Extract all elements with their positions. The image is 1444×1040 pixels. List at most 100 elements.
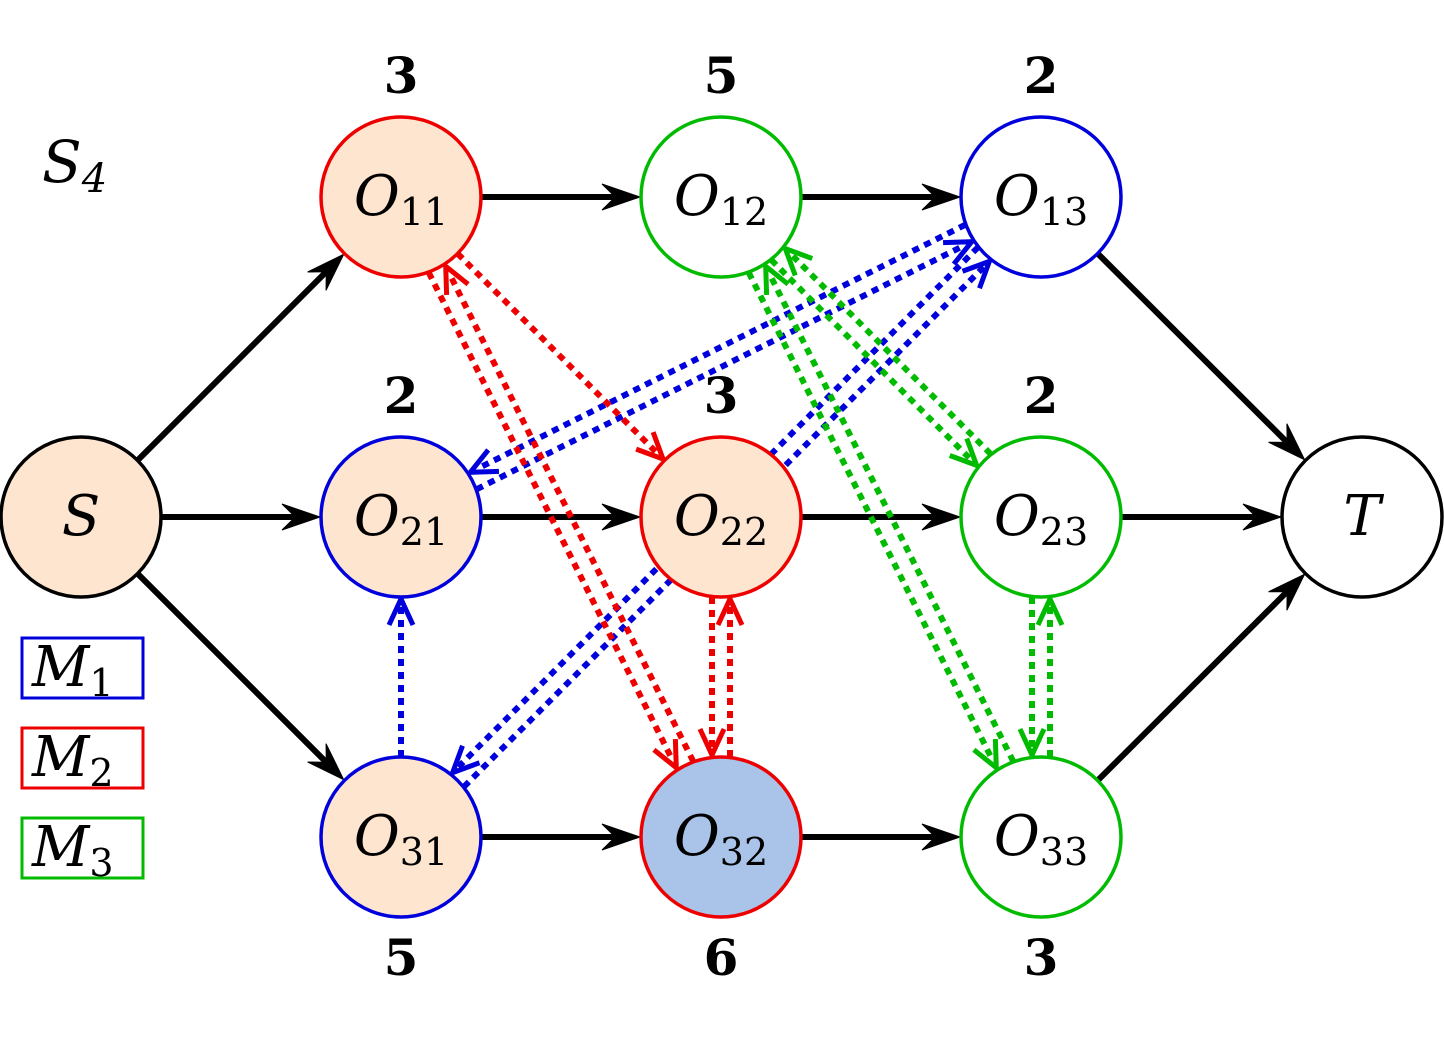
- processing-time-O13: 2: [1024, 46, 1059, 105]
- edge-line: [1095, 586, 1293, 783]
- dotted-arrow-forward: [426, 271, 679, 774]
- edge-line: [1095, 251, 1293, 448]
- node-circle: [959, 435, 1123, 599]
- legend-item-M3: M3: [20, 815, 145, 885]
- node-label-sub: 12: [720, 190, 768, 234]
- node-O13: O13: [959, 115, 1123, 279]
- dotted-arrow-backward: [1035, 593, 1065, 757]
- open-arrow-head: [781, 244, 814, 277]
- node-label: O12: [674, 164, 768, 234]
- arrow-head: [921, 183, 962, 211]
- dotted-arrow-forward: [769, 257, 981, 470]
- dotted-arrow-backward: [715, 593, 745, 757]
- dotted-arrow: [386, 593, 416, 757]
- node-label: O31: [354, 804, 448, 874]
- node-label-main: O: [674, 804, 720, 869]
- node-label-sub: 13: [1040, 190, 1088, 234]
- conj-edge-O21-O22: [481, 503, 642, 531]
- node-label: O13: [994, 164, 1088, 234]
- conj-edge-O11-O12: [481, 183, 642, 211]
- node-circle: [959, 755, 1123, 919]
- legend-item-M2: M2: [20, 725, 145, 795]
- dotted-line: [769, 257, 974, 462]
- open-arrow-head: [948, 437, 981, 470]
- arrow-head: [921, 823, 962, 851]
- processing-time-O22: 3: [704, 366, 739, 425]
- graph-label: S4: [42, 128, 107, 202]
- legend-label-main: M: [31, 725, 91, 790]
- node-label: O32: [674, 804, 768, 874]
- node-O23: O23: [959, 435, 1123, 599]
- node-circle: [319, 115, 483, 279]
- dotted-arrow-backward: [443, 260, 696, 763]
- node-label-sub: 11: [400, 190, 448, 234]
- conj-edge-O33-T: [1095, 573, 1306, 783]
- conj-edge-S-O11: [135, 253, 345, 463]
- legend-label: M2: [31, 725, 114, 795]
- dotted-arrow-forward: [746, 271, 999, 774]
- node-O22: O22: [639, 435, 803, 599]
- processing-time-O23: 2: [1024, 366, 1059, 425]
- arrow-head: [921, 503, 962, 531]
- dotted-arrow-forward: [697, 597, 727, 761]
- disj-edge-O23-O33: [1017, 593, 1065, 761]
- node-label: O21: [354, 484, 448, 554]
- node-label: O22: [674, 484, 768, 554]
- legend-label: M3: [31, 815, 114, 885]
- legend-label-sub: 3: [89, 841, 113, 885]
- legend-box: [20, 726, 145, 790]
- open-arrow-head: [763, 260, 790, 296]
- conj-edge-O12-O13: [801, 183, 962, 211]
- disj-edge-O12-O33: [746, 260, 1016, 774]
- conj-edge-O13-T: [1095, 251, 1306, 461]
- conj-edge-O31-O32: [481, 823, 642, 851]
- node-circle: [639, 115, 803, 279]
- node-O32: O32: [639, 755, 803, 919]
- dotted-line: [455, 251, 660, 456]
- node-label-main: O: [994, 804, 1040, 869]
- node-S: S: [0, 435, 163, 599]
- open-arrow-head: [1035, 593, 1065, 627]
- dotted-arrow-backward: [763, 260, 1016, 763]
- disj-edge-O22-O32: [697, 593, 745, 761]
- node-label: O33: [994, 804, 1088, 874]
- arrow-head: [1268, 423, 1306, 461]
- node-circle: [639, 435, 803, 599]
- node-O11: O11: [319, 115, 483, 279]
- node-circle: [1280, 435, 1444, 599]
- conj-edge-S-O21: [161, 503, 322, 531]
- node-label-sub: 31: [400, 830, 448, 874]
- node-O31: O31: [319, 755, 483, 919]
- node-O33: O33: [959, 755, 1123, 919]
- arrow-head: [1268, 573, 1306, 611]
- arrow-head: [307, 743, 345, 781]
- node-label-main: O: [354, 164, 400, 229]
- open-arrow-head: [386, 593, 416, 627]
- node-circle: [319, 755, 483, 919]
- open-arrow-head: [715, 593, 745, 627]
- processing-time-O21: 2: [384, 366, 419, 425]
- dotted-arrow-backward: [464, 222, 967, 475]
- conj-edge-S-O31: [135, 571, 345, 781]
- node-label-main: O: [354, 484, 400, 549]
- node-circle: [319, 435, 483, 599]
- node-label-main: S: [62, 484, 100, 549]
- arrow-head: [307, 253, 345, 291]
- dotted-line: [788, 252, 993, 457]
- conj-edge-O23-T: [1121, 503, 1283, 531]
- node-circle: [0, 435, 163, 599]
- node-label-main: O: [674, 484, 720, 549]
- node-label-main: O: [674, 164, 720, 229]
- open-arrow-head: [635, 431, 668, 464]
- open-arrow-head: [942, 239, 978, 266]
- legend-label-main: M: [31, 635, 91, 700]
- node-O21: O21: [319, 435, 483, 599]
- node-label-sub: 21: [400, 510, 448, 554]
- processing-time-O11: 3: [384, 46, 419, 105]
- dotted-arrow: [455, 251, 668, 464]
- node-label-sub: 22: [720, 510, 768, 554]
- dotted-arrow-backward: [781, 244, 993, 457]
